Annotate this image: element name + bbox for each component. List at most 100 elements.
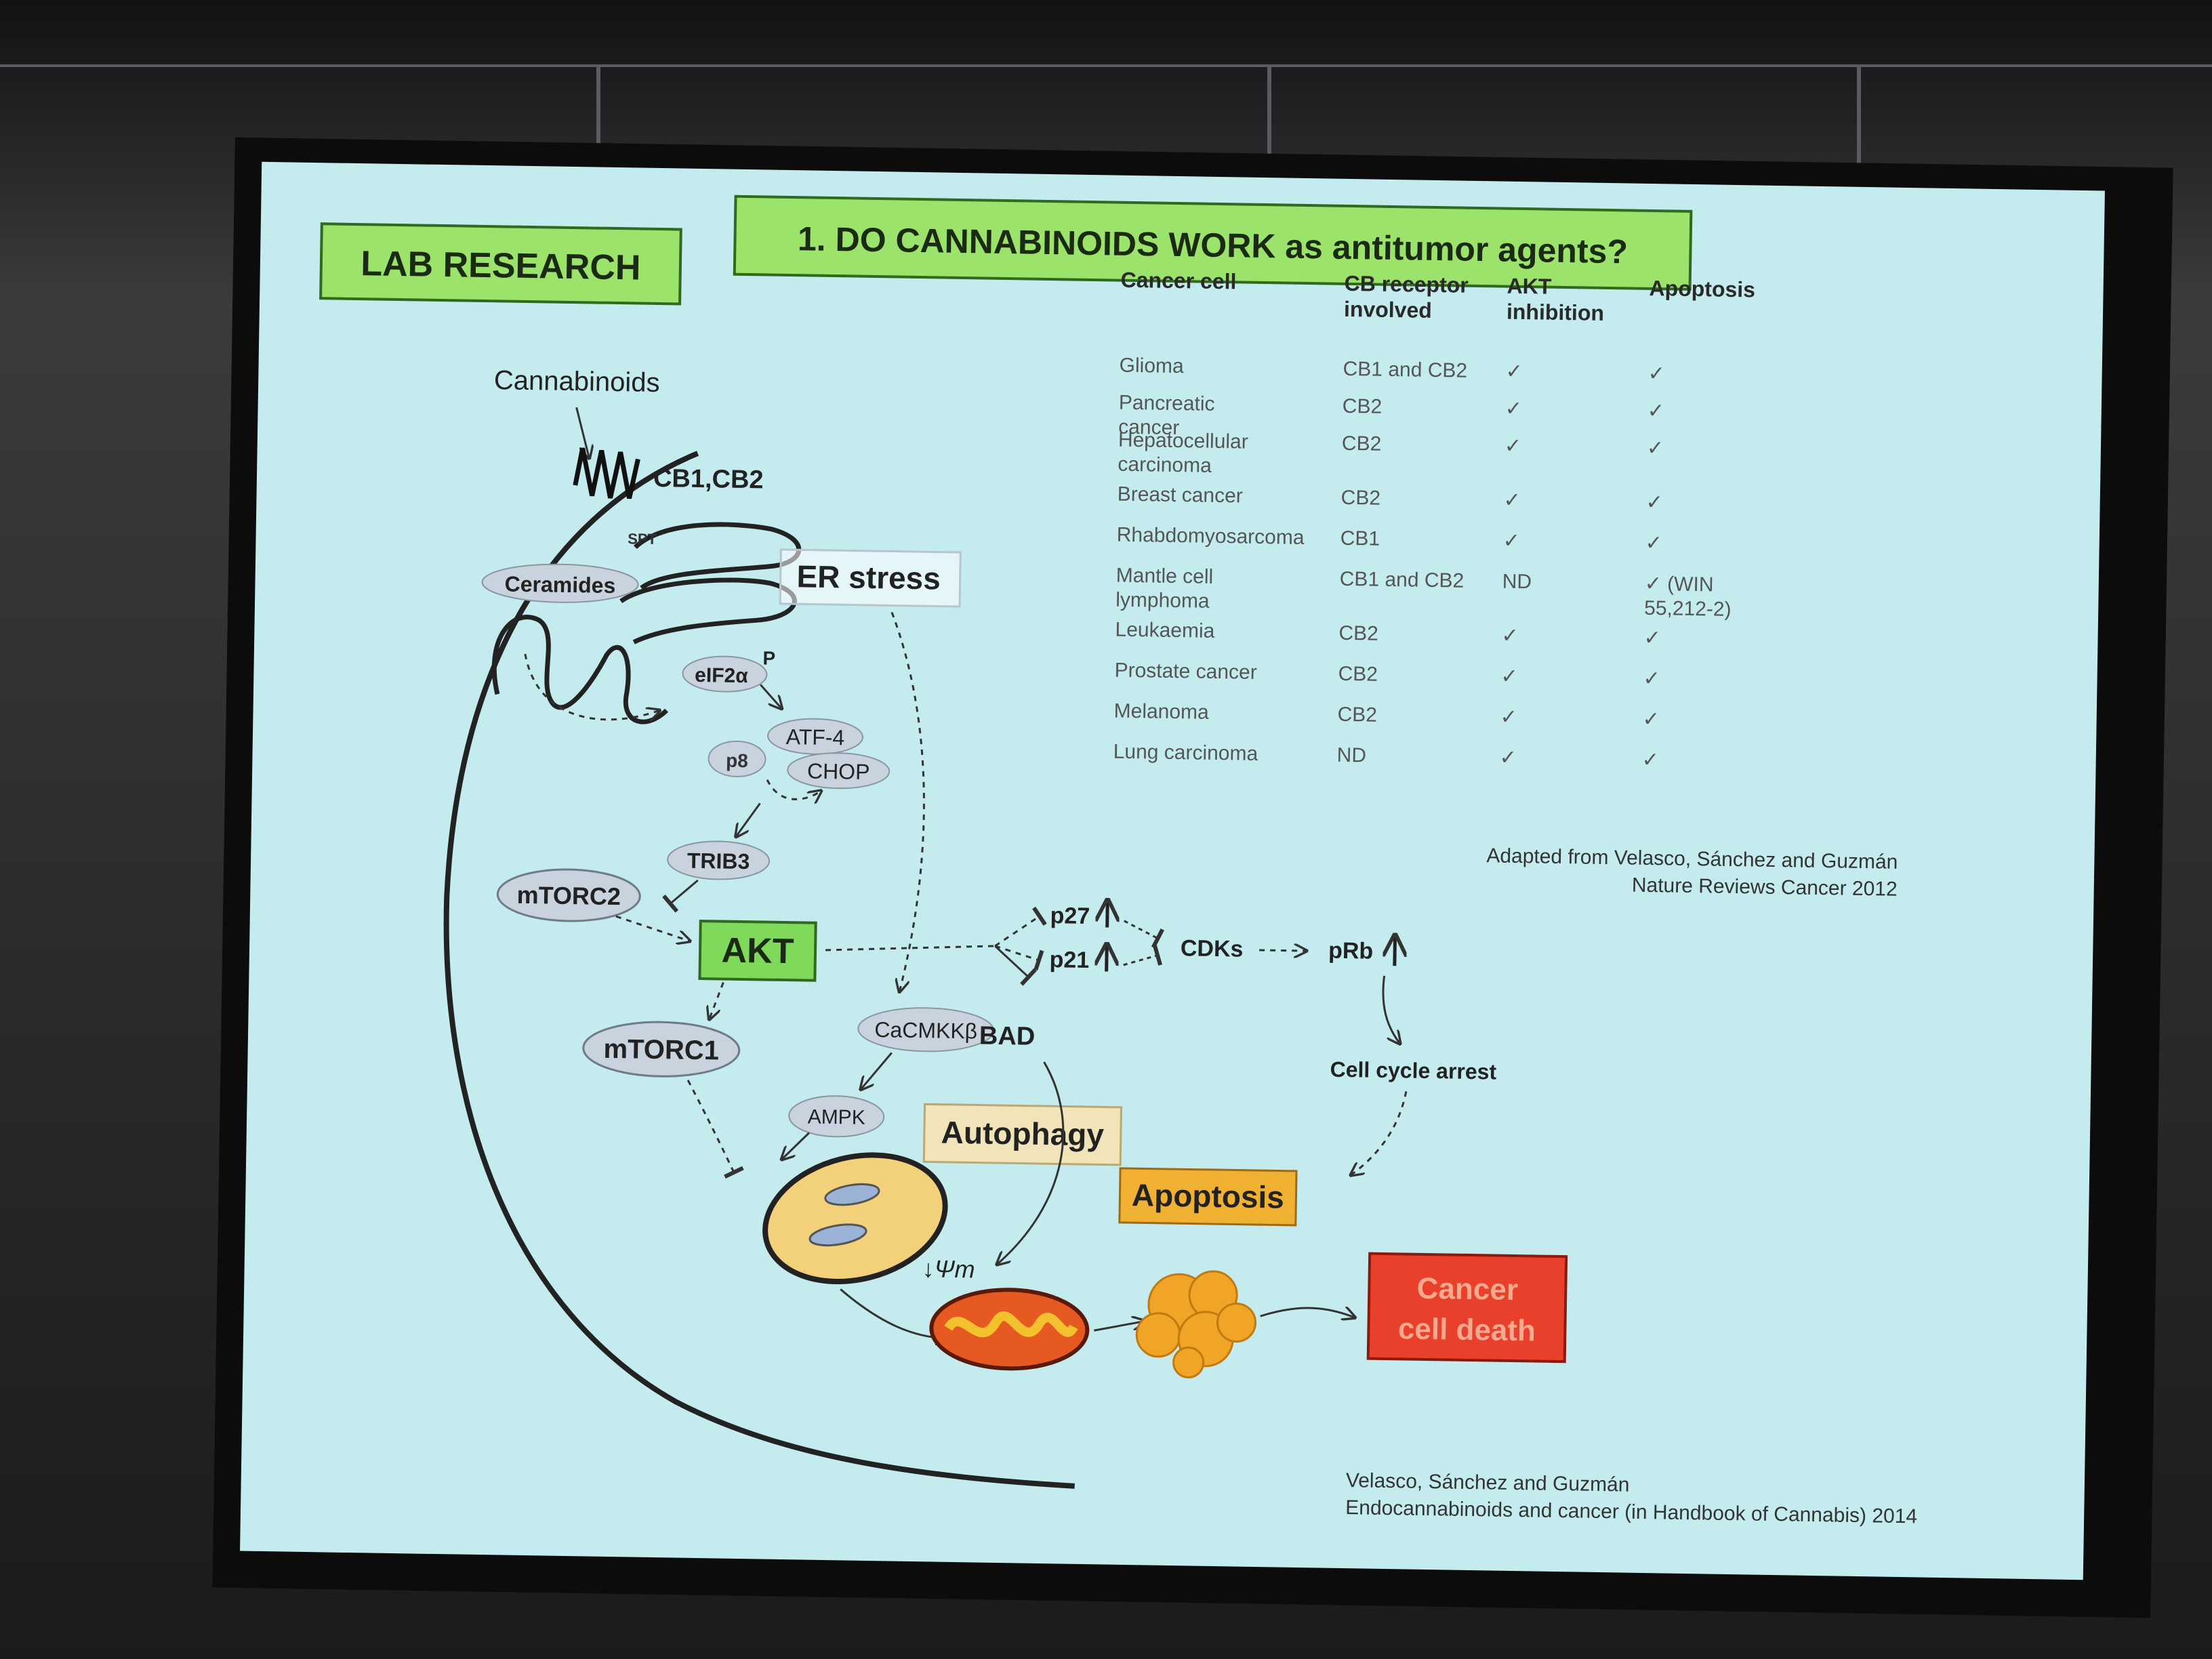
table-cell: ✓ (1502, 530, 1520, 552)
cannabinoid-arrow (575, 407, 590, 458)
bad-label: BAD (979, 1022, 1036, 1051)
trib3-label: TRIB3 (687, 848, 750, 874)
table-cell: ✓ (1645, 532, 1662, 554)
eif2a-oval (682, 655, 768, 693)
table-citation-line1: Adapted from Velasco, Sánchez and Guzmán (1486, 844, 1898, 874)
table-citation-line2: Nature Reviews Cancer 2012 (1632, 874, 1898, 901)
table-header: involved (1344, 297, 1432, 323)
autophagosome-icon (762, 1152, 948, 1284)
p8-chop-dashed (766, 779, 821, 800)
table-cell: 55,212-2) (1644, 597, 1732, 621)
chop-oval (787, 752, 890, 790)
mtorc1-oval (582, 1021, 741, 1078)
apoptosis-death-arrow (1260, 1307, 1355, 1317)
table-cell: ✓ (1501, 625, 1519, 647)
cell-membrane (443, 451, 1075, 1489)
table-cell: ✓ (1645, 491, 1663, 514)
table-cell: CB2 (1338, 663, 1378, 686)
ampk-oval (788, 1095, 885, 1138)
table-cell: ✓ (1503, 489, 1521, 512)
p27-cdks-inhibit (1124, 920, 1165, 949)
receptor-label: CB1,CB2 (653, 464, 764, 495)
er-cacmkk-dashed (890, 611, 925, 992)
table-cell: Glioma (1119, 354, 1184, 377)
ceramides-oval (481, 563, 639, 603)
er-stress-label: ER stress (796, 558, 941, 596)
table-header: AKT (1507, 274, 1552, 299)
chop-trib3-arrow (736, 802, 761, 838)
wall-seam (1267, 64, 1271, 159)
table-cell: ✓ (1642, 708, 1660, 731)
prb-label: pRb (1328, 938, 1374, 964)
cancer-cell-death-line2: cell death (1398, 1312, 1536, 1347)
table-cell: lymphoma (1115, 589, 1210, 613)
autophagosome-vesicle (808, 1223, 867, 1247)
mitochondrion-icon (929, 1288, 1090, 1371)
table-cell: Lung carcinoma (1113, 741, 1258, 765)
er-loop-dashed (524, 653, 660, 720)
table-cell: CB1 and CB2 (1340, 568, 1465, 592)
table-cell: ✓ (1505, 398, 1523, 420)
er-membrane (491, 522, 802, 724)
table-cell: CB1 (1340, 527, 1380, 550)
table-header: inhibition (1507, 300, 1605, 325)
table-header: CB receptor (1344, 271, 1469, 298)
table-cell: carcinoma (1118, 453, 1212, 477)
table-cell: ✓ (1500, 706, 1517, 729)
table-cell: CB2 (1342, 432, 1382, 455)
table-cell: CB2 (1343, 395, 1382, 418)
table-cell: CB1 and CB2 (1343, 358, 1467, 382)
cdks-label: CDKs (1181, 935, 1244, 962)
cancer-cell-death-line1: Cancer (1416, 1272, 1518, 1307)
autophagy-box (922, 1103, 1123, 1166)
table-cell: ND (1336, 744, 1366, 767)
cacmkkb-label: CaCMKKβ (874, 1017, 977, 1043)
table-cell: ✓ (WIN (1644, 573, 1713, 596)
atf4-label: ATF-4 (785, 724, 844, 750)
branch-bad (994, 945, 1037, 986)
wall-seam (596, 64, 600, 159)
akt-mtorc1-dashed (709, 982, 724, 1019)
cacmkk-ampk-arrow (861, 1052, 893, 1090)
trib3-oval (667, 840, 771, 880)
table-cell: Leukaemia (1115, 619, 1215, 642)
presentation-slide: LAB RESEARCH 1. DO CANNABINOIDS WORK as … (240, 161, 2105, 1580)
wall-seam (1857, 64, 1861, 186)
cancer-cell-death-box (1366, 1252, 1568, 1364)
table-cell: ✓ (1647, 437, 1664, 459)
p8-oval (708, 740, 766, 777)
title-box (733, 194, 1693, 291)
table-header: Cancer cell (1120, 268, 1236, 294)
mtorc2-oval (496, 868, 641, 922)
slide-canvas: LAB RESEARCH 1. DO CANNABINOIDS WORK as … (319, 194, 1917, 1528)
phospho-label: P (762, 647, 775, 668)
akt-to-p27p21-dashed (825, 945, 996, 951)
p27-up-arrow (1107, 901, 1108, 928)
ceramides-label: Ceramides (504, 571, 615, 598)
table-cell: ✓ (1647, 363, 1665, 385)
chop-label: CHOP (807, 759, 870, 784)
footer-citation-line1: Velasco, Sánchez and Guzmán (1346, 1469, 1630, 1496)
table-cell: Mantle cell (1116, 565, 1214, 588)
apoptosis-label: Apoptosis (1132, 1177, 1285, 1215)
mtorc2-akt-dashed (615, 915, 691, 941)
p27-label: p27 (1050, 903, 1090, 929)
receptor-icon (573, 447, 640, 499)
table-cell: Hepatocellular (1118, 429, 1248, 453)
table-cell: Melanoma (1113, 700, 1209, 724)
eif2a-arrow (760, 684, 783, 708)
apoptosis-box (1118, 1167, 1298, 1227)
akt-label: AKT (721, 931, 794, 972)
mitochondrion-cristae (944, 1311, 1078, 1338)
table-header: Apoptosis (1649, 276, 1755, 302)
lab-research-label: LAB RESEARCH (361, 244, 641, 287)
ampk-label: AMPK (807, 1106, 865, 1129)
p8-label: p8 (726, 750, 748, 772)
autophagosome-vesicle (824, 1183, 880, 1206)
table-cell: ND (1502, 571, 1532, 594)
mtorc1-label: mTORC1 (603, 1034, 719, 1066)
branch-p21 (994, 945, 1044, 971)
bad-mito-arrow (997, 1061, 1065, 1265)
table-cell: ✓ (1500, 665, 1518, 688)
